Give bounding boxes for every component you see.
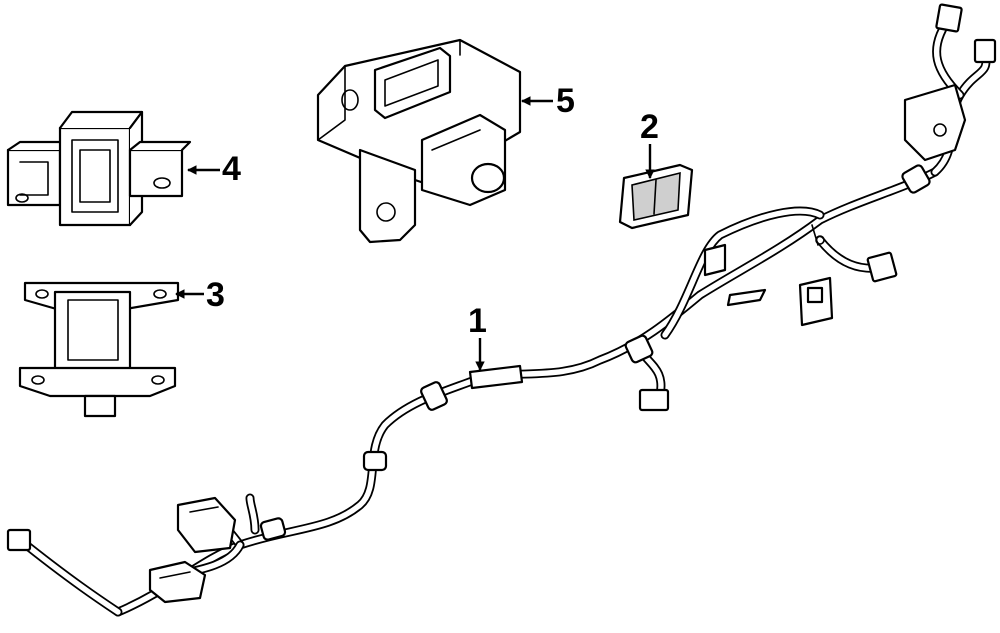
part-1-wiring-harness xyxy=(6,3,997,617)
part-5-module xyxy=(316,38,522,244)
callout-3: 3 xyxy=(175,276,225,314)
callout-4-label: 4 xyxy=(222,150,241,188)
callout-5: 5 xyxy=(521,82,575,120)
part-3-bracket xyxy=(18,281,180,418)
part-2-pad xyxy=(618,163,694,230)
callout-2-label: 2 xyxy=(640,108,659,146)
callout-1-label: 1 xyxy=(468,302,487,340)
callout-5-label: 5 xyxy=(556,82,575,120)
callout-1: 1 xyxy=(468,302,487,371)
connector-mid xyxy=(638,388,670,412)
callout-2: 2 xyxy=(640,108,659,179)
callout-4: 4 xyxy=(187,150,241,188)
part-4-sensor xyxy=(6,110,192,227)
connector-left xyxy=(6,528,32,552)
callout-3-label: 3 xyxy=(206,276,225,314)
